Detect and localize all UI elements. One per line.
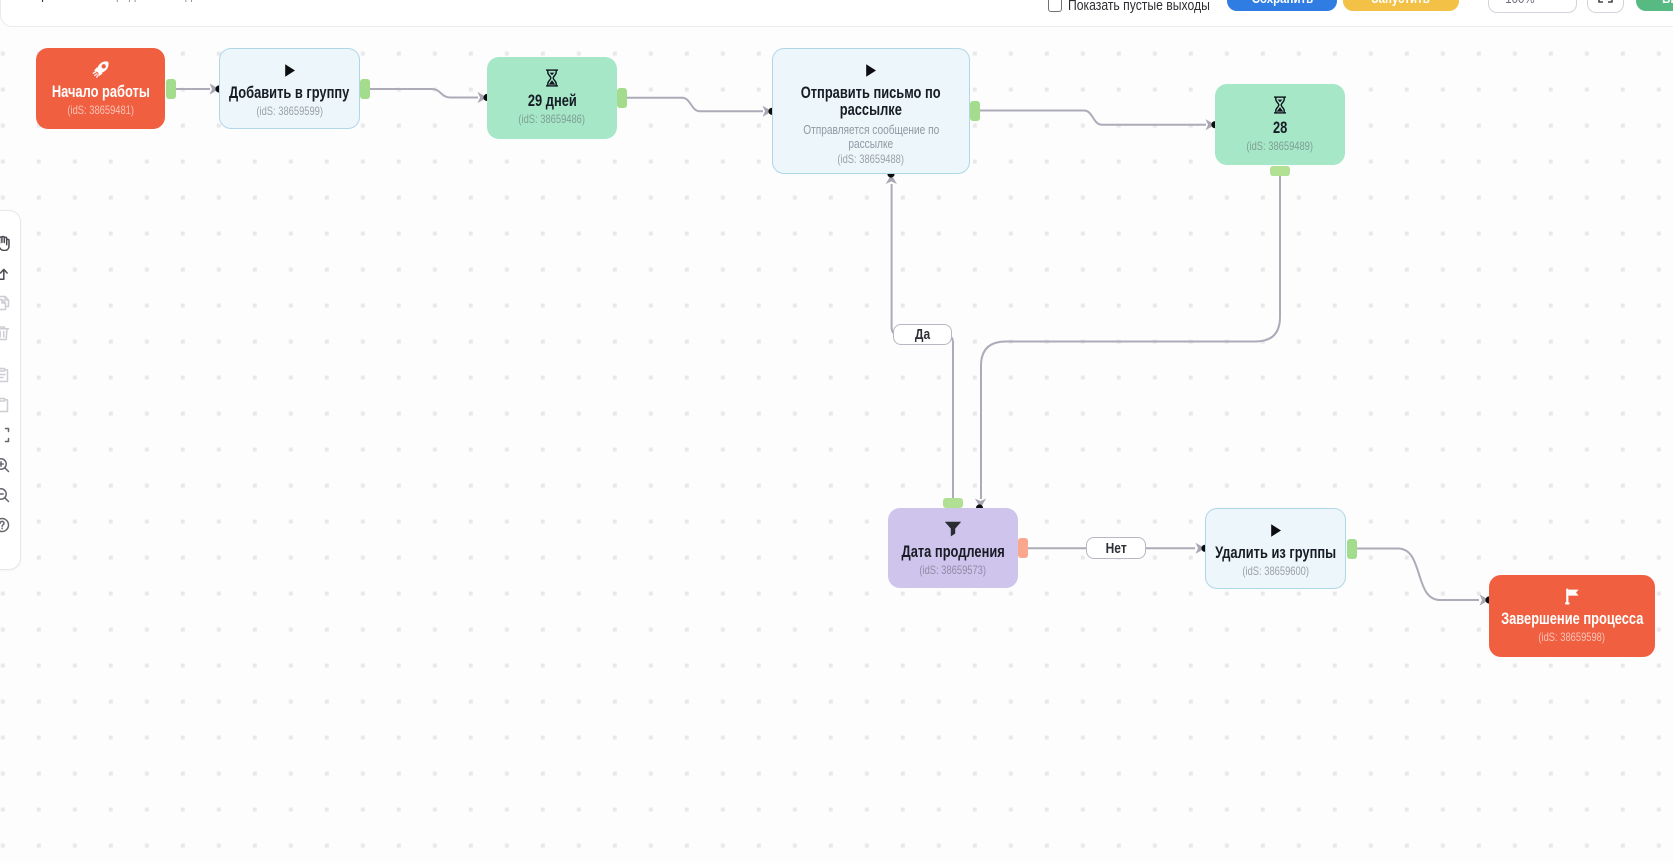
connector-send-wait28[interactable] bbox=[980, 109, 1206, 126]
show-empty-outputs-checkbox[interactable] bbox=[1048, 0, 1062, 12]
play-icon bbox=[284, 61, 296, 79]
flow-node-start[interactable]: Начало работы (idS: 38659481) bbox=[36, 48, 165, 129]
connector-arrowhead bbox=[209, 83, 219, 95]
node-title: Добавить в группу bbox=[229, 84, 350, 102]
node-title: 28 bbox=[1272, 119, 1288, 137]
node-title: Отправить письмо по bbox=[801, 84, 941, 102]
connector-wait28-filter[interactable] bbox=[980, 175, 1281, 500]
rocket-icon bbox=[91, 60, 110, 78]
node-id: (idS: 38659488) bbox=[837, 152, 905, 166]
node-id: (idS: 38659600) bbox=[1242, 564, 1309, 578]
connector-arrowhead bbox=[1479, 594, 1489, 606]
node-port-filter-top[interactable] bbox=[943, 498, 963, 508]
flow-node-wait28[interactable]: 28 (idS: 38659489) bbox=[1215, 84, 1345, 165]
edge-label-text: Нет bbox=[1105, 539, 1127, 557]
node-id: (idS: 38659599) bbox=[256, 104, 323, 118]
play-icon bbox=[865, 61, 877, 79]
edge-label-no[interactable]: Нет bbox=[1086, 537, 1146, 559]
exit-button-label: Выйти bbox=[1662, 0, 1673, 6]
edge-label-yes[interactable]: Да bbox=[893, 324, 952, 345]
funnel-icon bbox=[944, 520, 962, 538]
node-port-wait29-right[interactable] bbox=[617, 88, 627, 108]
connector-arrowhead bbox=[885, 174, 897, 184]
node-title: Дата продления bbox=[901, 543, 1005, 561]
node-subtitle: рассылке bbox=[848, 136, 894, 151]
page-title-main: Серия писем bbox=[26, 0, 98, 3]
flow-node-end[interactable]: Завершение процесса (idS: 38659598) bbox=[1489, 575, 1655, 657]
node-port-filter-right[interactable] bbox=[1018, 538, 1028, 558]
help-icon[interactable] bbox=[0, 517, 10, 533]
zoom-out-icon[interactable] bbox=[0, 487, 10, 503]
fit-screen-button[interactable] bbox=[1587, 0, 1624, 13]
node-id: (idS: 38659573) bbox=[919, 563, 987, 577]
flow-node-add[interactable]: Добавить в группу (idS: 38659599) bbox=[219, 48, 360, 129]
hourglass-icon bbox=[1273, 96, 1287, 114]
connector-arrowhead bbox=[1195, 542, 1205, 554]
flow-node-wait29[interactable]: 29 дней (idS: 38659486) bbox=[487, 57, 617, 139]
node-port-remove-right[interactable] bbox=[1347, 538, 1357, 559]
fit-screen-icon bbox=[1598, 0, 1613, 3]
node-port-start-right[interactable] bbox=[166, 79, 176, 99]
launch-button-label: Запустить bbox=[1372, 0, 1430, 6]
zoom-in-icon[interactable] bbox=[0, 457, 10, 473]
connector-wait29-send[interactable] bbox=[627, 96, 763, 113]
save-button[interactable]: Сохранить bbox=[1227, 0, 1337, 11]
node-id: (idS: 38659598) bbox=[1538, 630, 1606, 644]
save-button-label: Сохранить bbox=[1251, 0, 1312, 6]
node-subtitle: Отправляется сообщение по bbox=[802, 122, 940, 137]
connector-remove-end[interactable] bbox=[1357, 547, 1479, 601]
page-title-sub: продление подписки bbox=[109, 0, 223, 3]
hourglass-icon bbox=[545, 69, 559, 87]
delete-trash-icon bbox=[0, 325, 10, 341]
show-empty-outputs-label: Показать пустые выходы bbox=[1068, 0, 1210, 14]
node-title: Начало работы bbox=[51, 83, 150, 101]
node-id: (idS: 38659486) bbox=[518, 112, 586, 126]
node-title: Удалить из группы bbox=[1214, 544, 1337, 562]
connector-arrowhead bbox=[477, 91, 487, 104]
node-title: 29 дней bbox=[527, 92, 577, 110]
copy-icon bbox=[0, 295, 10, 311]
node-title: Завершение процесса bbox=[1500, 610, 1644, 628]
flow-node-remove[interactable]: Удалить из группы (idS: 38659600) bbox=[1205, 508, 1346, 589]
connector-arrowhead bbox=[974, 498, 987, 508]
clipboard-icon bbox=[0, 397, 10, 413]
page-title: Серия писем продление подписки изменить bbox=[26, 0, 283, 4]
show-empty-outputs-row: Показать пустые выходы bbox=[1048, 0, 1237, 13]
node-port-send-right[interactable] bbox=[970, 100, 980, 121]
zoom-select[interactable]: 100% bbox=[1488, 0, 1577, 13]
top-bar: Серия писем продление подписки изменить По… bbox=[0, 0, 1673, 27]
zoom-value: 100% bbox=[1505, 0, 1534, 6]
node-id: (idS: 38659489) bbox=[1246, 139, 1314, 153]
paste-icon bbox=[0, 367, 10, 383]
redo-arrow-icon[interactable] bbox=[0, 265, 10, 281]
canvas-toolbar bbox=[0, 210, 21, 570]
connector-add-wait29[interactable] bbox=[370, 88, 478, 99]
exit-button[interactable]: Выйти bbox=[1636, 0, 1673, 11]
flag-icon bbox=[1565, 587, 1579, 605]
pan-hand-icon[interactable] bbox=[0, 235, 10, 251]
page-title-link[interactable]: изменить bbox=[231, 0, 283, 3]
edge-label-text: Да bbox=[914, 326, 931, 343]
play-icon bbox=[1270, 521, 1282, 539]
select-area-icon[interactable] bbox=[0, 427, 10, 443]
node-title: рассылке bbox=[839, 101, 903, 119]
connector-arrowhead bbox=[762, 105, 772, 117]
flow-node-filter[interactable]: Дата продления (idS: 38659573) bbox=[888, 508, 1018, 588]
node-port-add-right[interactable] bbox=[360, 79, 370, 99]
launch-button[interactable]: Запустить bbox=[1343, 0, 1459, 11]
node-port-wait28-bottom[interactable] bbox=[1270, 165, 1290, 176]
node-id: (idS: 38659481) bbox=[67, 103, 134, 117]
connector-arrowhead bbox=[1205, 119, 1215, 131]
